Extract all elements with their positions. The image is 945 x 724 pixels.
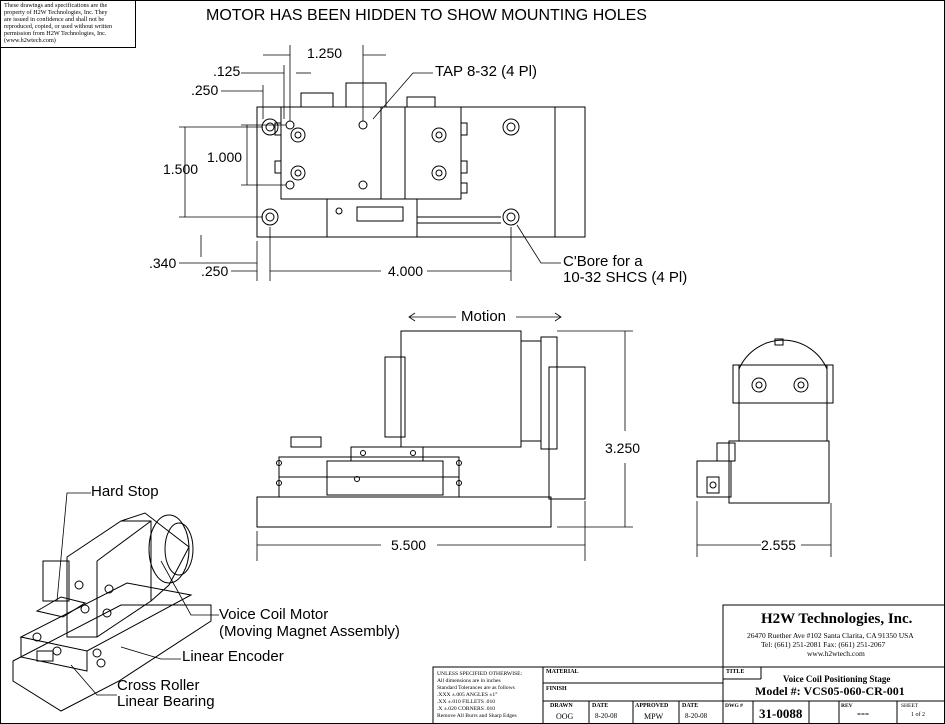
callout-motion: Motion [461,308,507,325]
material-label: MATERIAL [546,669,579,675]
dim-4000: 4.000 [388,263,424,279]
callout-bearing-1: Cross Roller [117,677,200,694]
notice-line: (www.h2wtech.com) [4,37,56,44]
company-address: 26470 Ruether Ave #102 Santa Clarita, CA… [747,631,914,640]
sheet-label: SHEET [901,703,919,709]
company-web: www.h2wtech.com [807,649,865,658]
tolerance-line: .XX ±.010 FILLETS .010 [437,699,496,705]
company-phone: Tel: (661) 251-2081 Fax: (661) 251-2067 [761,640,886,649]
drawing-title: Voice Coil Positioning Stage [783,674,891,684]
side-view [696,338,834,557]
rev-value: --- [857,706,869,720]
callout-bearing-2: Linear Bearing [117,693,215,710]
notice-line: are issued in confidence and shall not b… [4,16,105,23]
approved-value: MPW [644,712,664,721]
notice-line: permission from H2W Technologies, Inc. [4,30,107,37]
finish-label: FINISH [546,686,567,692]
callout-hard-stop: Hard Stop [91,483,159,500]
callout-vcm-1: Voice Coil Motor [219,606,329,623]
dim-5500: 5.500 [391,537,427,553]
title-label: TITLE [726,669,745,675]
front-view [256,312,633,561]
model-number: Model #: VCS05-060-CR-001 [755,684,905,698]
notice-line: These drawings and specifications are th… [4,2,108,9]
date2-label: DATE [682,703,699,709]
approved-label: APPROVED [635,703,669,709]
date2-value: 8-20-08 [685,712,708,720]
callout-tap: TAP 8-32 (4 Pl) [435,63,537,80]
callout-cbore-1: C'Bore for a [563,253,643,270]
dim-340: .340 [149,255,177,271]
title-block-lines [432,604,944,723]
tolerance-line: .X ±.020 CORNERS .010 [437,706,496,712]
tolerance-line: .XXX ±.005 ANGLES ±1° [437,692,498,698]
dim-250-bottom: .250 [201,263,229,279]
tolerance-line: Standard Tolerances are as follows [437,685,515,691]
callout-encoder: Linear Encoder [182,648,284,665]
sheet-value: 1 of 2 [911,712,925,718]
dim-1500: 1.500 [163,161,199,177]
dwg-label: DWG # [725,703,743,709]
callout-cbore-2: 10-32 SHCS (4 Pl) [563,269,688,286]
company-name: H2W Technologies, Inc. [761,611,913,627]
dim-3250: 3.250 [605,440,641,456]
confidentiality-notice: These drawings and specifications are th… [1,1,136,48]
notice-line: property of H2W Technologies, Inc. They [4,9,108,16]
drawn-label: DRAWN [550,703,573,709]
callout-vcm-2: (Moving Magnet Assembly) [219,623,400,640]
dim-1250: 1.250 [307,45,343,61]
tolerance-line: Remove All Burrs and Sharp Edges [437,713,517,719]
rev-label: REV [841,703,853,709]
dim-2555: 2.555 [761,537,797,553]
top-view [179,45,586,281]
dwg-number: 31-0088 [759,706,803,721]
dim-125: .125 [213,63,241,79]
date-label: DATE [592,703,609,709]
drawn-value: OOG [556,712,574,721]
tolerance-line: UNLESS SPECIFIED OTHERWISE: [437,671,523,677]
dim-250-top: .250 [191,82,219,98]
notice-line: reproduced, copied, or used without writ… [4,23,113,30]
isometric-view [12,492,219,712]
tolerance-line: All dimensions are in inches [437,678,501,684]
tolerance-notes: UNLESS SPECIFIED OTHERWISE: All dimensio… [437,671,522,720]
date-value: 8-20-08 [595,712,618,720]
drawing-heading: MOTOR HAS BEEN HIDDEN TO SHOW MOUNTING H… [206,7,647,24]
dim-1000: 1.000 [207,149,243,165]
